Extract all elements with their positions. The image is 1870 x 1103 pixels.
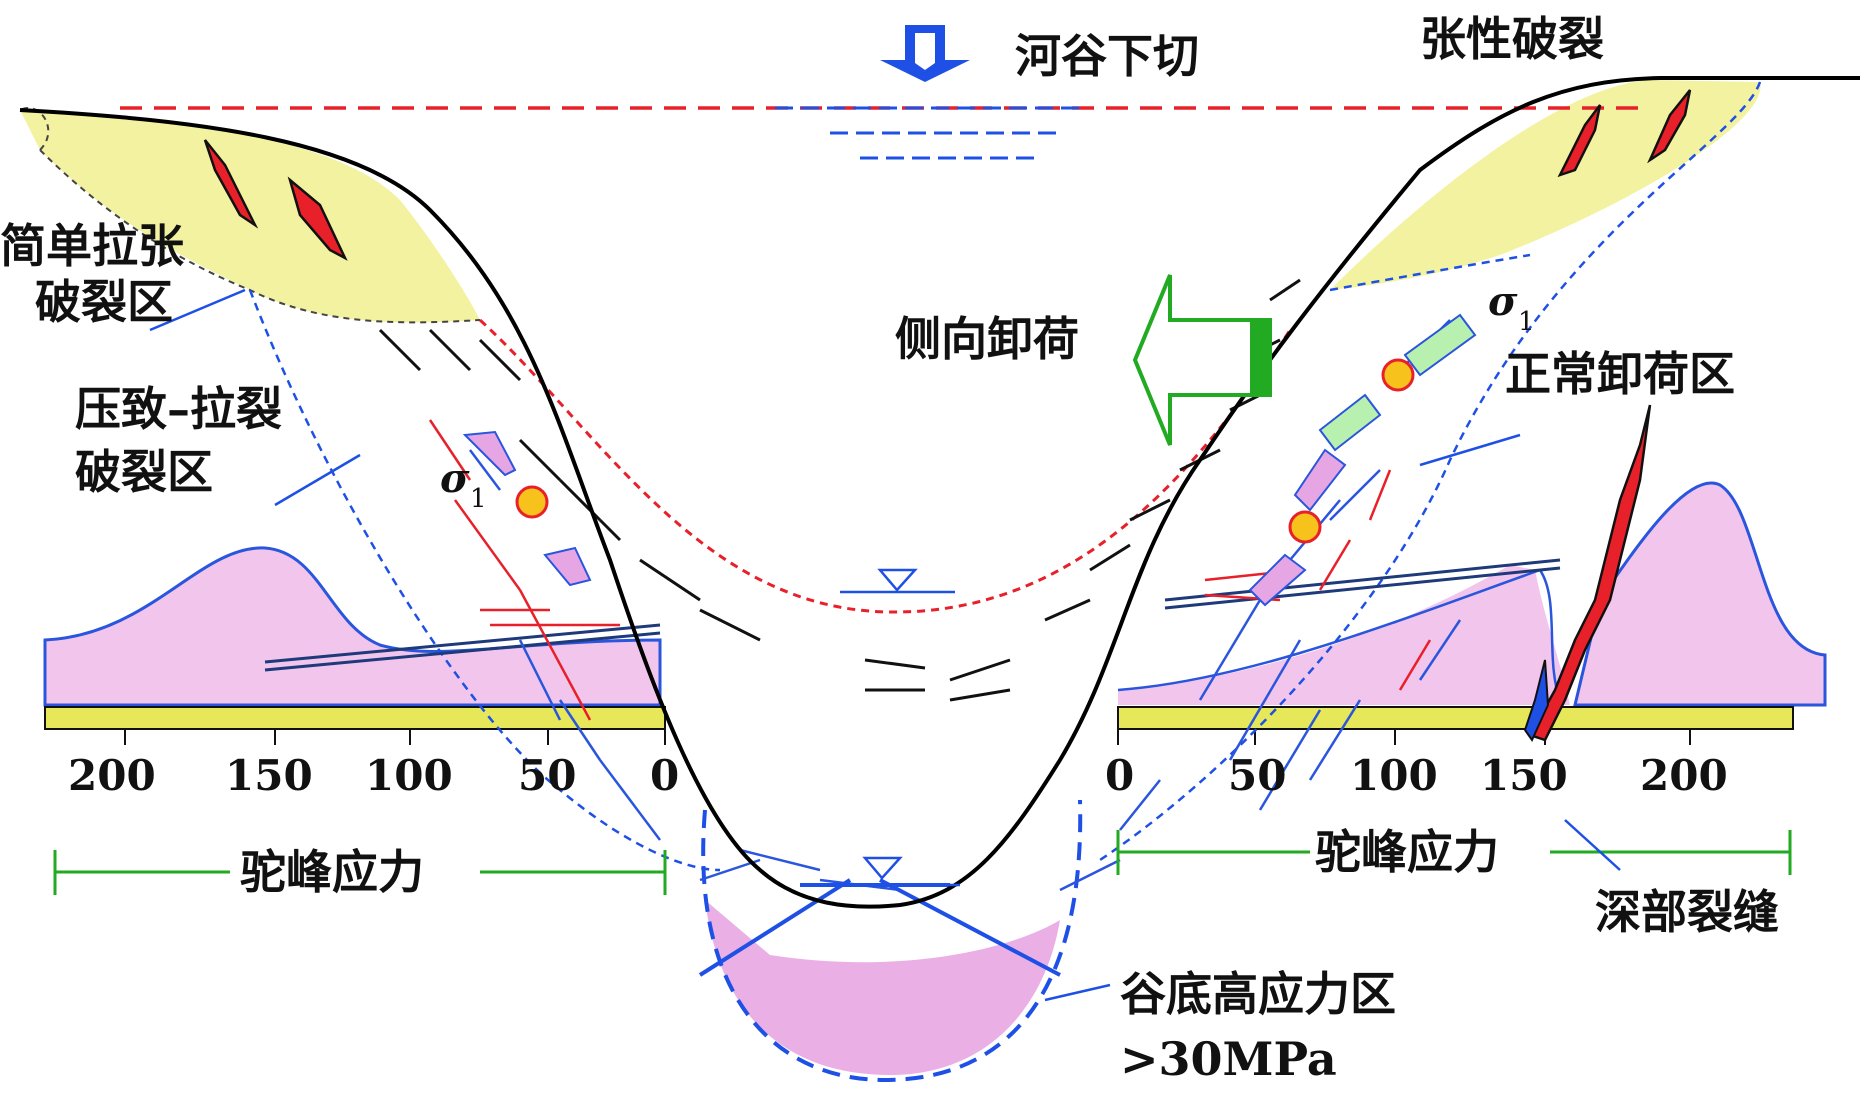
left-blue-envelope-outer	[19, 107, 50, 151]
stress-points	[515, 358, 1415, 544]
compress-label-1: 压致–拉裂	[75, 382, 282, 436]
simple-tension-label-2: 破裂区	[35, 275, 173, 329]
right-scale-labels: 0 50 100 150 200	[1105, 751, 1728, 800]
left-scale-ticks	[124, 729, 666, 745]
svg-text:1: 1	[1518, 307, 1535, 337]
normal-unloading-label: 正常卸荷区	[1505, 347, 1735, 401]
river-incision-label: 河谷下切	[1015, 29, 1199, 83]
svg-text:1: 1	[470, 484, 487, 514]
hump-stress-left-label: 驼峰应力	[240, 845, 424, 899]
red-dashed-envelope	[478, 318, 1292, 614]
down-arrow-icon	[880, 25, 970, 82]
left-tick-label: 100	[365, 751, 453, 800]
left-scale-labels: 200 150 100 50 0	[68, 751, 679, 800]
left-hump-dimension	[53, 850, 667, 895]
right-scale-ticks	[1117, 729, 1691, 745]
left-arrow-icon	[1132, 274, 1272, 446]
left-tension-zone-base	[39, 149, 481, 324]
right-hump-dimension	[1116, 830, 1792, 875]
compress-label-2: 破裂区	[75, 445, 213, 499]
hump-stress-right-label: 驼峰应力	[1315, 825, 1499, 879]
svg-text:σ: σ	[1488, 278, 1518, 325]
lateral-unloading-label: 侧向卸荷	[895, 312, 1079, 366]
sigma-left: σ 1	[440, 455, 487, 514]
tensile-fracture-label: 张性破裂	[1420, 12, 1604, 66]
right-tension-cracks	[1557, 89, 1692, 178]
right-stress-distribution	[1118, 565, 1570, 705]
right-tick-label: 150	[1480, 751, 1568, 800]
water-level-icon	[805, 568, 960, 887]
right-scale-bar	[1117, 706, 1794, 730]
left-blue-envelope	[248, 289, 721, 872]
left-tick-label: 150	[225, 751, 313, 800]
left-tick-label: 200	[68, 751, 156, 800]
valley-high-stress-label-1: 谷底高应力区	[1120, 967, 1396, 1021]
right-stress-curve	[1117, 568, 1562, 701]
valley-profile	[19, 76, 1860, 909]
right-tick-label: 0	[1105, 751, 1134, 800]
left-red-fractures	[428, 419, 620, 721]
water-level-lines	[775, 106, 1080, 160]
left-tension-cracks	[203, 139, 348, 261]
valley-floor-stress-boundary	[701, 799, 1083, 1083]
deep-crack-label: 深部裂缝	[1595, 885, 1779, 939]
stress-arrows	[462, 313, 1477, 607]
svg-text:σ: σ	[440, 455, 470, 502]
right-tick-label: 200	[1640, 751, 1728, 800]
right-blue-envelope	[1099, 81, 1762, 862]
right-fault	[1164, 558, 1561, 610]
left-tick-label: 50	[518, 751, 576, 800]
sigma-right: σ 1	[1488, 278, 1535, 337]
right-blue-envelope-inner	[1329, 253, 1531, 292]
simple-tension-label-1: 简单拉张	[0, 219, 184, 273]
valley-floor-stress-zone	[705, 900, 1060, 1075]
right-stress-hump	[1573, 481, 1827, 707]
deep-crack-lower	[1523, 659, 1550, 743]
left-scale-bar	[44, 706, 666, 730]
right-tension-zone	[1330, 80, 1761, 290]
leader-lines	[149, 288, 1621, 1002]
left-tick-label: 0	[650, 751, 679, 800]
valley-high-stress-label-2: >30MPa	[1120, 1032, 1337, 1086]
right-tick-label: 50	[1228, 751, 1286, 800]
right-tick-label: 100	[1350, 751, 1438, 800]
left-fault	[264, 623, 661, 672]
